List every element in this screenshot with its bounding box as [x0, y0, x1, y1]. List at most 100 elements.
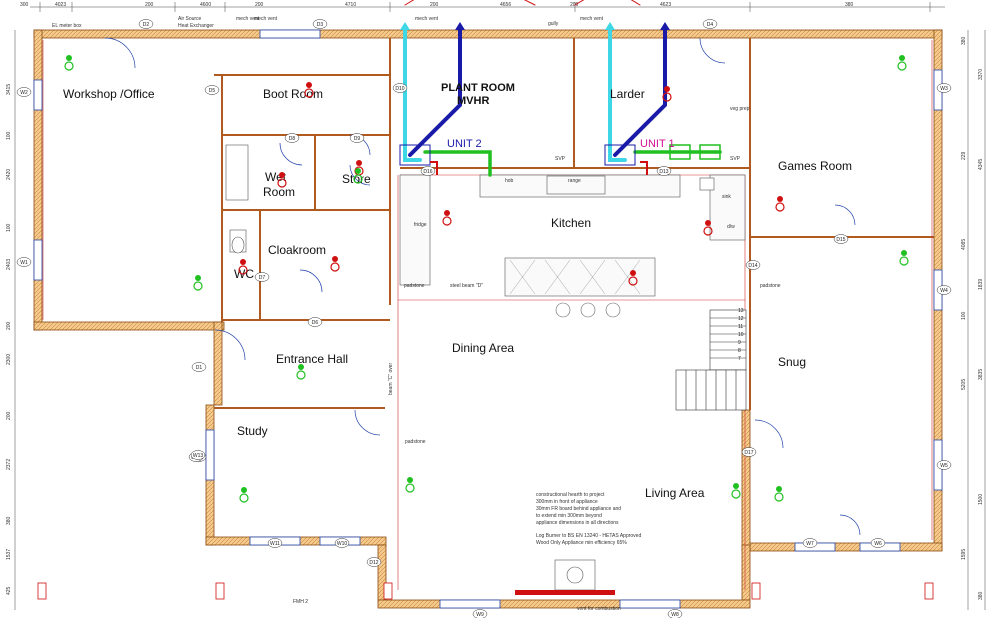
- left-dim: 2403: [6, 259, 12, 270]
- door-tag-bubble: [392, 83, 408, 93]
- top-dim: 200: [570, 2, 579, 8]
- stair-number: 12: [738, 316, 744, 322]
- right-dim: 5205: [961, 379, 967, 390]
- unit-2-label: UNIT 2: [447, 138, 482, 150]
- top-dim: 200: [430, 2, 439, 8]
- door-tag-bubble: [420, 166, 436, 176]
- right-dim: 3835: [978, 369, 984, 380]
- smoke-detector-icon-head: [899, 55, 905, 61]
- door-tag-bubble: [204, 85, 220, 95]
- left-dim: 425: [6, 586, 12, 595]
- window-tag-bubble: [870, 538, 886, 548]
- window-tag: W3: [940, 86, 948, 92]
- window-tag: W8: [671, 612, 679, 618]
- room-entrance-hall: Entrance Hall: [276, 352, 348, 366]
- room-larder: Larder: [610, 87, 645, 101]
- stair-number: 7: [738, 356, 741, 362]
- right-dim: 4085: [961, 239, 967, 250]
- padstone-label-3: padstone: [405, 439, 426, 445]
- door-tag: D1: [196, 365, 203, 371]
- smoke-detector-icon: [899, 256, 909, 266]
- window-tag: W6: [874, 541, 882, 547]
- mvhr-units: [399, 144, 636, 166]
- room-snug: Snug: [778, 355, 806, 369]
- room-living: Living Area: [645, 486, 705, 500]
- svp-label-2: SVP: [730, 156, 741, 162]
- door-tag: D12: [369, 560, 378, 566]
- left-dim: 200: [6, 411, 12, 420]
- window-tag: W13: [193, 453, 204, 459]
- ashe-label-1: Air Source: [178, 16, 202, 22]
- mech-vent-2: mech vent: [254, 16, 278, 22]
- fridge-label: fridge: [414, 222, 427, 228]
- green-duct-ends: [669, 144, 721, 160]
- top-dimension-line: [30, 2, 945, 12]
- smoke-detector-icon: [405, 483, 415, 493]
- kitchen-units: [399, 174, 746, 297]
- top-dim: 200: [255, 2, 264, 8]
- kitchen-island-pattern: [509, 259, 641, 295]
- heat-detector-icon: [628, 276, 638, 286]
- right-dim: 229: [961, 151, 967, 160]
- window-tag: W4: [940, 288, 948, 294]
- stair-number: 11: [738, 324, 743, 330]
- top-dim: 4623: [660, 2, 671, 8]
- burner-note-line: Wood Only Appliance min efficiency 65%: [536, 540, 627, 546]
- room-study: Study: [237, 424, 268, 438]
- left-dim: 3415: [6, 84, 12, 95]
- door-tag: D7: [259, 275, 266, 281]
- window-tag: W1: [20, 260, 28, 266]
- stools: [555, 302, 621, 318]
- smoke-detector-icon: [239, 493, 249, 503]
- room-boot: Boot Room: [263, 87, 323, 101]
- door-tag-bubble: [833, 234, 849, 244]
- left-dim: 2420: [6, 169, 12, 180]
- smoke-detector-icon: [731, 489, 741, 499]
- heat-detector-icon: [277, 178, 287, 188]
- heat-detector-icon-head: [306, 82, 312, 88]
- window-tag: W7: [806, 541, 814, 547]
- heat-detector-icon: [775, 202, 785, 212]
- heat-detector-icon-head: [356, 160, 362, 166]
- door-tag-bubble: [656, 166, 672, 176]
- window-tag-bubble: [936, 460, 952, 470]
- window-tag: W9: [476, 612, 484, 618]
- burner-note-line: Log Burner to BS EN 13240 - HETAS Approv…: [536, 533, 641, 539]
- window-tag: W2: [20, 90, 28, 96]
- door-tag-bubble: [366, 557, 382, 567]
- hearth-note-line: appliance dimensions in all directions: [536, 520, 619, 526]
- heat-detector-icon: [442, 216, 452, 226]
- stair-number: 8: [738, 348, 741, 354]
- heat-detector-icon: [330, 262, 340, 272]
- room-store: Store: [342, 172, 371, 186]
- beam-c-label: beam "C" over: [388, 362, 394, 395]
- room-plant: PLANT ROOM: [441, 82, 515, 94]
- walls: [33, 29, 943, 609]
- door-tag: D2: [143, 22, 150, 28]
- heat-detector-icon-head: [279, 172, 285, 178]
- sanitary-fixtures: [225, 144, 715, 591]
- smoke-detector-icon-head: [355, 168, 361, 174]
- top-dim: 4600: [200, 2, 211, 8]
- window-tag-bubble: [936, 285, 952, 295]
- door-tag-bubble: [307, 317, 323, 327]
- left-dimensions: 3415100242010024032002300200237238015374…: [6, 84, 12, 595]
- window-tag-bubble: [802, 538, 818, 548]
- left-dim: 2300: [6, 354, 12, 365]
- door-tag: D14: [748, 263, 757, 269]
- right-dim: 1839: [978, 279, 984, 290]
- smoke-detector-icon: [897, 61, 907, 71]
- right-dim: 1595: [961, 549, 967, 560]
- stair-number: 9: [738, 340, 741, 346]
- stair-number: 10: [738, 332, 744, 338]
- left-dim: 380: [6, 516, 12, 525]
- smoke-detector-icon: [353, 174, 363, 184]
- room-workshop: Workshop /Office: [63, 87, 155, 101]
- right-dim: 4345: [978, 159, 984, 170]
- gully-label: gully: [548, 21, 559, 27]
- door-tag-bubble: [254, 272, 270, 282]
- smoke-detector-icon: [193, 281, 203, 291]
- door-tag: D3: [317, 22, 324, 28]
- smoke-detector-icon-head: [195, 275, 201, 281]
